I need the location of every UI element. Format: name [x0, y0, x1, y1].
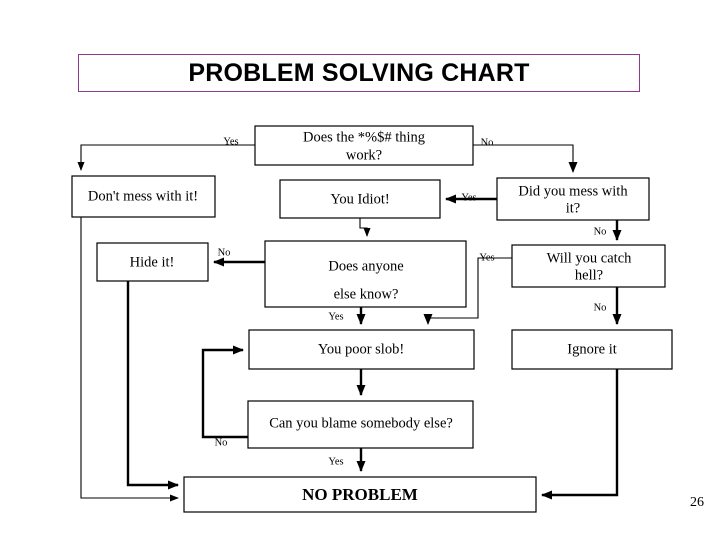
edge-label-no-blame-else: No [215, 437, 228, 448]
edge-label-no-catch-hell: No [594, 302, 607, 313]
edge-ignore-it-to-no-problem [541, 369, 619, 500]
edge-label-no-does-work: No [481, 137, 494, 148]
node-ignore-it[interactable]: Ignore it [511, 329, 673, 370]
edge-catch-hell-to-poor-slob [423, 257, 512, 325]
node-dont-mess-with-it[interactable]: Don't mess with it! [71, 175, 216, 218]
node-box [279, 179, 441, 219]
edge-does-work-to-did-mess [473, 144, 578, 173]
node-label-line-1: Will you catch [547, 250, 633, 266]
edge-does-work-to-dont-mess [77, 144, 255, 171]
node-box [264, 240, 467, 308]
node-will-you-catch-hell[interactable]: Will you catch hell? [511, 244, 666, 288]
node-label-line-2: it? [566, 200, 581, 216]
node-box [496, 177, 650, 221]
node-label-line-1: Does the *%$# thing [303, 129, 425, 145]
node-box [254, 125, 474, 166]
page-title: PROBLEM SOLVING CHART [188, 58, 530, 87]
node-label-line-2: hell? [575, 267, 603, 283]
edge-you-idiot-to-anyone-know [359, 218, 371, 237]
node-label-line-1: NO PROBLEM [302, 485, 418, 504]
edge-label-yes-does-work: Yes [223, 136, 238, 147]
node-you-idiot[interactable]: You Idiot! [279, 179, 441, 219]
node-box [183, 476, 537, 513]
edge-dont-mess-to-no-problem [80, 217, 179, 502]
node-label-line-1: You Idiot! [330, 191, 389, 207]
node-hide-it[interactable]: Hide it! [96, 242, 209, 282]
edge-label-yes-catch-hell: Yes [479, 252, 494, 263]
edge-label-yes-blame-else: Yes [328, 456, 343, 467]
node-label-line-1: Did you mess with [518, 183, 628, 199]
title-box: PROBLEM SOLVING CHART [78, 54, 640, 92]
edge-label-yes-anyone-know: Yes [328, 311, 343, 322]
node-box [71, 175, 216, 218]
node-label-line-1: Does anyone [328, 258, 403, 274]
node-label-line-2: work? [346, 147, 382, 163]
node-box [96, 242, 209, 282]
node-box [247, 400, 474, 449]
node-label-line-1: You poor slob! [318, 341, 404, 357]
node-can-you-blame-somebody-else[interactable]: Can you blame somebody else? [247, 400, 474, 449]
edge-label-no-did-mess: No [594, 226, 607, 237]
page-number: 26 [690, 495, 704, 510]
node-does-work[interactable]: Does the *%$# thing work? [254, 125, 474, 166]
node-label-line-1: Ignore it [567, 341, 617, 357]
node-box [511, 329, 673, 370]
edge-hide-it-to-no-problem [126, 281, 179, 490]
node-box [511, 244, 666, 288]
node-label-line-1: Can you blame somebody else? [269, 415, 453, 431]
node-does-anyone-else-know[interactable]: Does anyone else know? [264, 240, 467, 308]
edge-blame-else-to-poor-slob [201, 345, 248, 439]
edge-label-no-anyone-know: No [218, 247, 231, 258]
edge-label-yes-did-mess: Yes [461, 192, 476, 203]
node-you-poor-slob[interactable]: You poor slob! [248, 329, 475, 370]
node-label-line-1: Hide it! [130, 254, 175, 270]
node-did-you-mess-with-it[interactable]: Did you mess with it? [496, 177, 650, 221]
node-box [248, 329, 475, 370]
node-label-line-2: else know? [334, 286, 399, 302]
node-label-line-1: Don't mess with it! [88, 188, 198, 204]
node-no-problem[interactable]: NO PROBLEM [183, 476, 537, 513]
